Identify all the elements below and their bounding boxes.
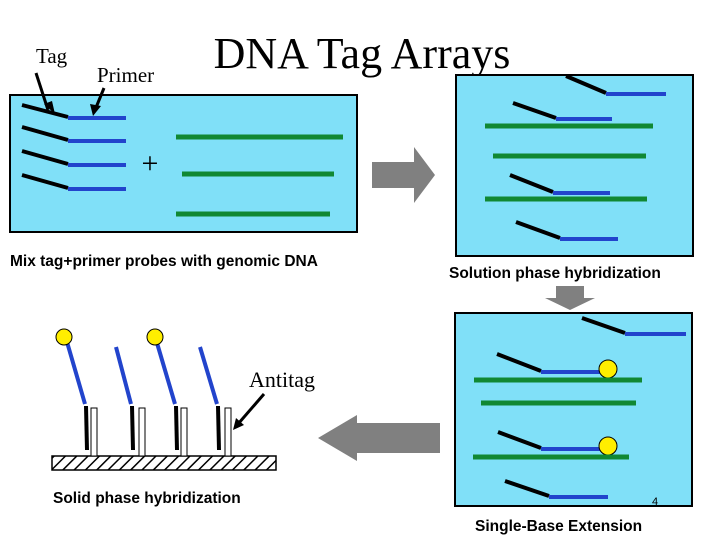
down-arrow-icon <box>545 286 595 310</box>
antitag-strand <box>138 407 146 457</box>
solution-container <box>455 74 694 257</box>
antitag-pointer-arrow <box>236 393 266 425</box>
dye-label-icon <box>598 359 618 379</box>
probe <box>21 103 126 120</box>
extension-caption: Single-Base Extension <box>475 518 642 535</box>
dye-label-icon <box>146 328 164 346</box>
primer-strand <box>65 341 87 405</box>
dye-label-icon <box>598 436 618 456</box>
antitag-label: Antitag <box>249 367 315 392</box>
panel-mix: Tag Primer + Mix tag+primer probes with … <box>9 44 358 270</box>
tag-strand <box>216 405 221 451</box>
tag-strand <box>174 405 179 451</box>
antitag-strand <box>224 407 232 457</box>
probe <box>509 173 610 195</box>
probe <box>515 220 618 241</box>
probe <box>504 479 608 499</box>
antitag-pointer-arrowhead <box>233 418 244 430</box>
array-spot <box>114 346 146 457</box>
antitag-strand <box>180 407 188 457</box>
probe <box>21 125 126 143</box>
primer-strand <box>114 346 133 405</box>
array-spot <box>146 328 188 457</box>
solid-caption: Solid phase hybridization <box>53 490 241 507</box>
substrate <box>51 455 277 471</box>
array-spot <box>55 328 98 457</box>
panel-extension: 4 Single-Base Extension <box>454 312 693 535</box>
extended-probe <box>496 352 618 379</box>
solution-caption: Solution phase hybridization <box>449 265 661 282</box>
probe <box>581 316 686 336</box>
tag-strand <box>84 405 89 451</box>
probe <box>512 101 612 121</box>
left-arrow-icon <box>318 415 440 461</box>
panel-solution: Solution phase hybridization <box>449 74 694 282</box>
probe <box>21 173 126 191</box>
array-spot <box>198 346 232 457</box>
plus-sign: + <box>142 147 159 180</box>
page-number: 4 <box>652 496 658 508</box>
probe <box>565 74 666 96</box>
dye-label-icon <box>55 328 73 346</box>
panel-solid: Antitag Solid phase hybridization <box>51 328 315 507</box>
tag-label: Tag <box>36 44 68 68</box>
right-arrow-icon <box>372 147 435 203</box>
extension-container <box>454 312 693 507</box>
tag-strand <box>130 405 135 451</box>
tag-pointer-arrowhead <box>44 101 55 114</box>
probe <box>21 149 126 167</box>
primer-pointer-arrowhead <box>90 104 101 116</box>
primer-strand <box>198 346 219 405</box>
primer-strand <box>155 342 177 405</box>
mix-caption: Mix tag+primer probes with genomic DNA <box>10 253 318 270</box>
page-title: DNA Tag Arrays <box>214 29 511 78</box>
antitag-strand <box>90 407 98 457</box>
primer-label: Primer <box>97 63 154 87</box>
extended-probe <box>497 430 618 456</box>
